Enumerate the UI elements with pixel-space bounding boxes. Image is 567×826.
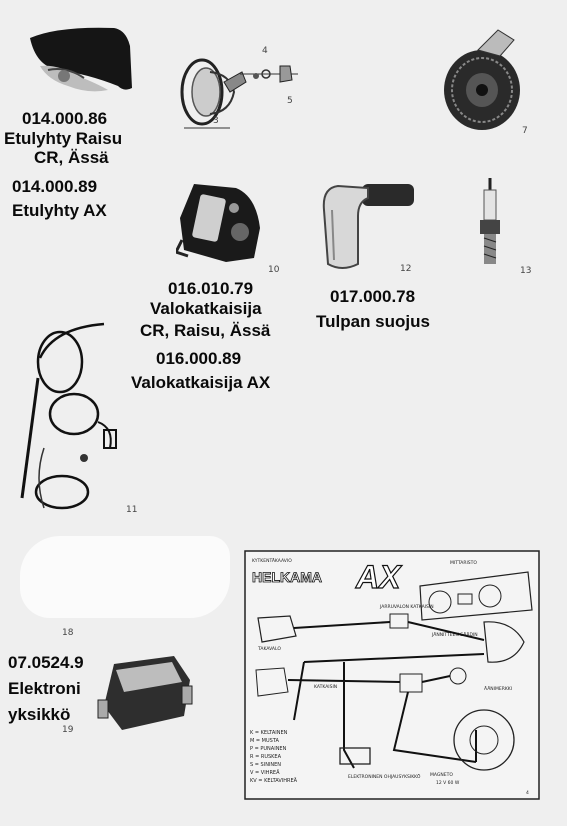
headlight-code: 014.000.86: [22, 109, 108, 128]
switch-name-1: Valokatkaisija: [150, 299, 262, 318]
part-number-4-diagram: 4: [526, 790, 529, 796]
diagram-stop-switch-label: JARRUVALON KATKAISIN: [379, 604, 434, 610]
diagram-tail-light-label: TAKAVALO: [257, 646, 281, 652]
magneto-rotor-icon: [469, 725, 499, 755]
headlight-bucket-image: [180, 52, 310, 132]
electronic-unit-image: [94, 650, 198, 734]
magneto-image: [438, 26, 528, 136]
stop-switch-box-icon: [389, 613, 409, 629]
switch-code: 016.010.79: [168, 279, 254, 298]
diagram-model: AX: [355, 559, 402, 595]
ecu-code: 07.0524.9: [8, 653, 84, 672]
wiring-diagram: KYTKENTÄKAAVIO HELKAMA AX MITTARISTO JAR…: [244, 550, 540, 800]
diagram-brand: HELKAMA: [252, 569, 322, 585]
plugcap-code: 017.000.78: [330, 287, 416, 306]
wiring-harness-image: [14, 318, 134, 518]
legend-item: V = VIHREÄ: [250, 769, 280, 776]
switch-ax-code: 016.000.89: [156, 349, 242, 368]
legend-item: P = PUNAINEN: [250, 746, 287, 752]
wiring-lines: [287, 621, 485, 769]
part-number-12: 12: [400, 264, 412, 274]
headlight-name-2: CR, Ässä: [34, 148, 109, 167]
headlight-ax-name: Etulyhty AX: [12, 201, 107, 220]
ecu-name-1: Elektroni: [8, 679, 81, 698]
part-number-13: 13: [520, 266, 532, 276]
part-number-4: 4: [262, 46, 268, 56]
diagram-ecu-label: ELEKTRONINEN OHJAUSYKSIKKÖ: [348, 773, 421, 780]
meter-cluster-icon: [419, 571, 533, 621]
blank-area-18: [20, 536, 230, 618]
diagram-title: KYTKENTÄKAAVIO: [252, 557, 292, 564]
spark-plug-image: [476, 178, 512, 272]
legend-item: R = RUSKEA: [250, 754, 282, 760]
ecu-box-icon: [339, 747, 371, 765]
brake-handle-icon: [255, 667, 289, 697]
part-number-5: 5: [287, 96, 293, 106]
headlight-icon: [483, 621, 525, 663]
light-switch-image: [176, 178, 266, 264]
headlight-raisu-image: [28, 26, 134, 96]
legend-item: M = MUSTA: [250, 738, 279, 744]
part-number-18: 18: [62, 628, 74, 638]
legend-item: S = SININEN: [250, 762, 281, 768]
headlight-name-1: Etulyhty Raisu: [4, 129, 123, 148]
diagram-magneto-label: MAGNETO: [430, 772, 453, 778]
spark-plug-cap-image: [318, 180, 418, 272]
part-number-10: 10: [268, 265, 280, 275]
speedometer-icon: [428, 590, 452, 614]
indicator-lights-icon: [457, 593, 473, 605]
color-legend: K = KELTAINEN M = MUSTA P = PUNAINEN R =…: [250, 730, 298, 784]
plugcap-name: Tulpan suojus: [316, 312, 430, 331]
tail-light-icon: [257, 615, 297, 643]
ecu-name-2: yksikkö: [8, 705, 71, 724]
diagram-magneto-spec: 12 V 60 W: [436, 780, 460, 786]
switch-ax-name: Valokatkaisija AX: [131, 373, 271, 392]
magneto-diagram-icon: [453, 709, 515, 771]
diagram-brake-label: KATKAISIN: [314, 684, 337, 690]
part-number-3: 3: [213, 116, 219, 126]
part-number-7: 7: [522, 126, 528, 136]
headlight-ax-code: 014.000.89: [12, 177, 98, 196]
ignition-coil-icon: [399, 673, 423, 693]
diagram-meter-label: MITTARISTO: [450, 560, 477, 566]
part-number-19: 19: [62, 725, 74, 735]
legend-item: KV = KELTAVIHREÄ: [250, 777, 298, 784]
tachometer-icon: [478, 584, 502, 608]
part-number-11: 11: [126, 505, 138, 515]
switch-name-2: CR, Raisu, Ässä: [140, 321, 271, 340]
legend-item: K = KELTAINEN: [250, 730, 288, 736]
diagram-horn-label: ÄÄNIMERKKI: [484, 685, 512, 692]
diagram-regulator-label: JÄNNITTEEN SÄÄDIN: [431, 631, 478, 638]
